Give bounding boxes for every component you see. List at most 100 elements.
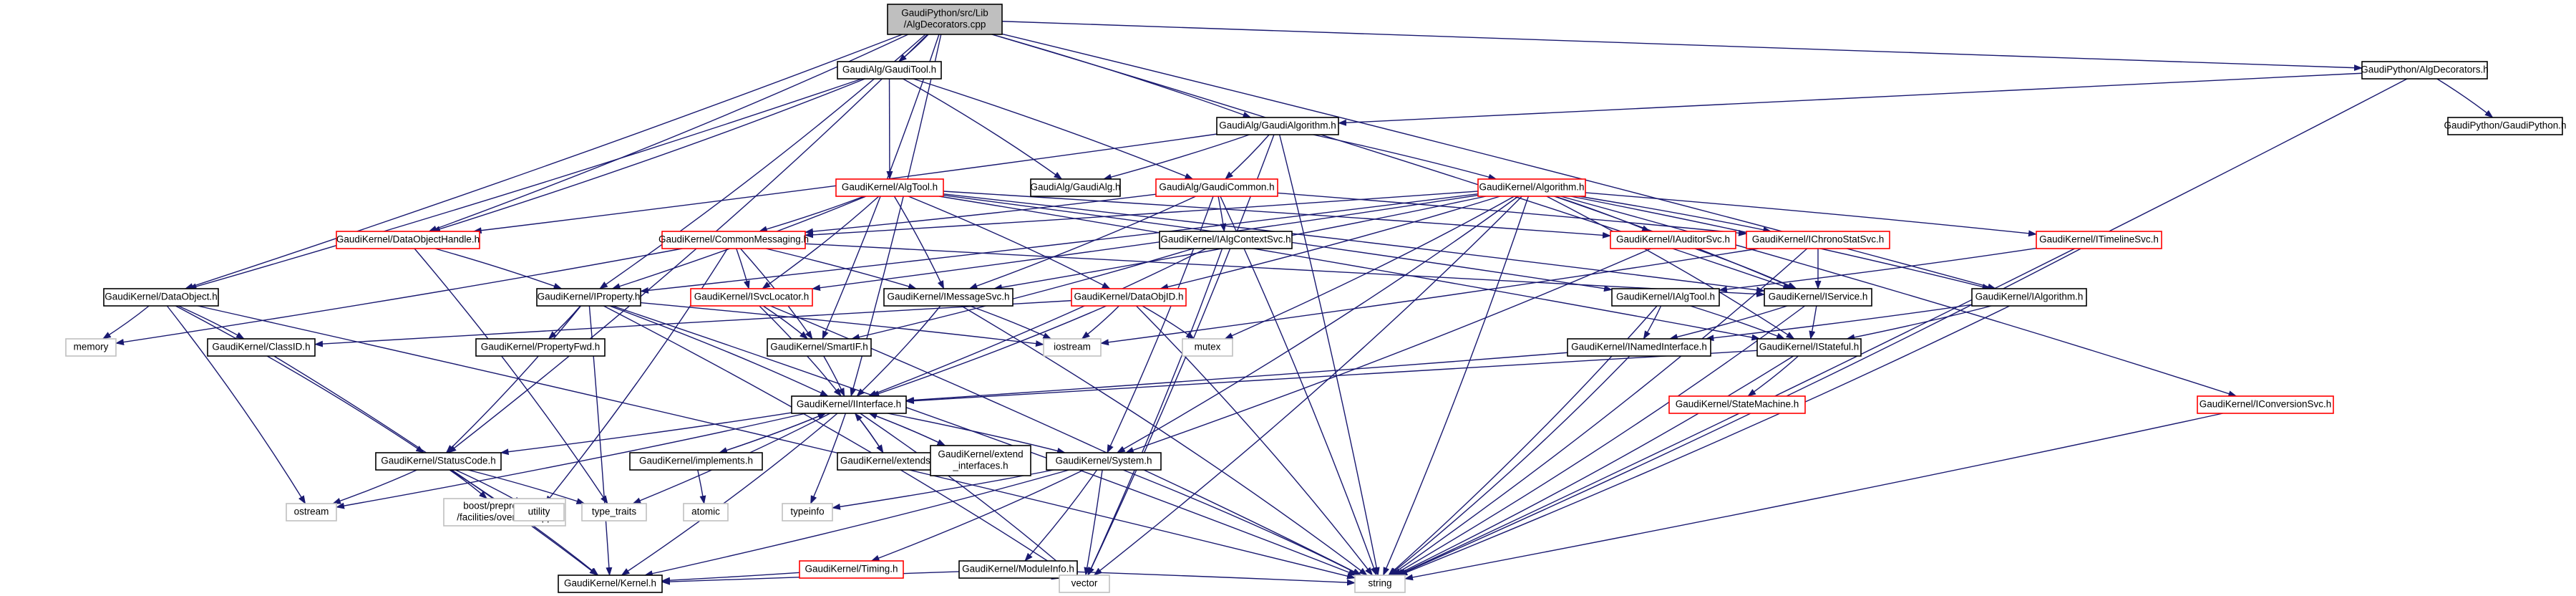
node-kernel[interactable]: GaudiKernel/Kernel.h (558, 575, 663, 593)
edge-algorithm-to-string (1382, 196, 1530, 576)
node-itimelinesvc[interactable]: GaudiKernel/ITimelineSvc.h (2036, 231, 2162, 249)
edge-root-to-gaudialgorithm (991, 34, 1252, 118)
edge-isvclocator-to-smartif (762, 305, 809, 340)
node-statuscode[interactable]: GaudiKernel/StatusCode.h (375, 452, 502, 471)
node-box-typetraits (581, 503, 647, 522)
node-algtool[interactable]: GaudiKernel/AlgTool.h (835, 178, 944, 197)
node-imessagesvc[interactable]: GaudiKernel/IMessageSvc.h (883, 288, 1014, 307)
node-isvclocator[interactable]: GaudiKernel/ISvcLocator.h (690, 288, 813, 307)
node-gaudicommon[interactable]: GaudiAlg/GaudiCommon.h (1155, 178, 1278, 197)
node-classid[interactable]: GaudiKernel/ClassID.h (207, 338, 316, 357)
edge-iservice-to-istateful (1809, 305, 1817, 340)
node-label-extendinterfaces: GaudiKernel/extend (938, 449, 1023, 460)
node-label-inamedinterface: GaudiKernel/INamedInterface.h (1571, 342, 1707, 352)
node-iauditorsvc[interactable]: GaudiKernel/IAuditorSvc.h (1610, 231, 1736, 249)
edge-gaudipyalgdec-to-string (1396, 78, 2408, 576)
node-utility: utility (513, 503, 565, 522)
node-label-typetraits: type_traits (592, 506, 637, 517)
node-iostream: iostream (1043, 338, 1102, 357)
edge-statuscode-to-boostpp (449, 469, 487, 499)
node-box-gaudicommon (1155, 178, 1278, 197)
node-gaudipyalgdec[interactable]: GaudiPython/AlgDecorators.h (2361, 61, 2489, 80)
node-box-statuscode (375, 452, 502, 471)
node-algorithm[interactable]: GaudiKernel/Algorithm.h (1477, 178, 1586, 197)
edge-dataobjid-to-iostream (1081, 305, 1119, 340)
node-box-string (1354, 575, 1406, 593)
node-implements[interactable]: GaudiKernel/implements.h (629, 452, 763, 471)
edge-algtool-to-dataobjid (908, 196, 1111, 289)
edge-ialgorithm-to-string (1399, 305, 2011, 576)
node-memory: memory (65, 338, 117, 357)
edge-dataobjid-to-string (1136, 305, 1374, 576)
node-dataobjecthandle[interactable]: GaudiKernel/DataObjectHandle.h (336, 231, 480, 249)
node-box-statemachine (1668, 395, 1806, 414)
edge-moduleinfo-to-string (1076, 571, 1356, 586)
node-label-utility: utility (528, 506, 550, 517)
node-iconversionsvc[interactable]: GaudiKernel/IConversionSvc.h (2197, 395, 2334, 414)
edge-gaudialgorithm-to-gaudicommon (1225, 134, 1270, 180)
node-box-inamedinterface (1567, 338, 1711, 357)
node-box-system (1046, 452, 1162, 471)
node-mutex: mutex (1182, 338, 1233, 357)
node-gaudialgorithm[interactable]: GaudiAlg/GaudiAlgorithm.h (1216, 117, 1339, 135)
node-timing[interactable]: GaudiKernel/Timing.h (799, 560, 904, 579)
node-commonmessaging[interactable]: GaudiKernel/CommonMessaging.h (658, 231, 809, 249)
edge-algorithm-to-isvclocator (812, 194, 1479, 292)
node-statemachine[interactable]: GaudiKernel/StateMachine.h (1668, 395, 1806, 414)
node-istateful[interactable]: GaudiKernel/IStateful.h (1756, 338, 1862, 357)
edge-implements-to-atomic (697, 469, 706, 504)
edge-algorithm-to-itimelinesvc (1585, 192, 2037, 237)
dependency-edges (102, 21, 2494, 586)
node-dataobjid[interactable]: GaudiKernel/DataObjID.h (1071, 288, 1187, 307)
edge-dataobjid-to-iinterface (870, 305, 1107, 397)
edge-statuscode-to-typetraits (467, 469, 585, 504)
edge-iinterface-to-vector (860, 413, 1074, 576)
node-propertyfwd[interactable]: GaudiKernel/PropertyFwd.h (475, 338, 606, 357)
node-ichronostatsvc[interactable]: GaudiKernel/IChronoStatSvc.h (1746, 231, 1890, 249)
node-box-dataobjid (1071, 288, 1187, 307)
edge-algorithm-to-mutex (1224, 196, 1515, 340)
node-extends[interactable]: GaudiKernel/extends.h (837, 452, 942, 471)
node-label-gaudipython: GaudiPython/GaudiPython.h (2444, 120, 2566, 131)
edge-gaudipyalgdec-to-gaudipython (2436, 78, 2494, 118)
edge-iauditorsvc-to-iservice (1694, 248, 1797, 289)
edge-iproperty-to-iinterface (609, 305, 829, 397)
edge-gaudicommon-to-string (1220, 196, 1377, 576)
edge-iinterface-to-kernel (621, 413, 838, 576)
node-gaudialg[interactable]: GaudiAlg/GaudiAlg.h (1030, 178, 1121, 197)
node-label-ichronostatsvc: GaudiKernel/IChronoStatSvc.h (1752, 234, 1885, 245)
node-system[interactable]: GaudiKernel/System.h (1046, 452, 1162, 471)
node-ialgorithm[interactable]: GaudiKernel/IAlgorithm.h (1971, 288, 2087, 307)
node-iinterface[interactable]: GaudiKernel/IInterface.h (791, 395, 907, 414)
node-label-statemachine: GaudiKernel/StateMachine.h (1676, 399, 1799, 410)
node-label-iauditorsvc: GaudiKernel/IAuditorSvc.h (1616, 234, 1730, 245)
edge-algtool-to-isvclocator (762, 196, 880, 289)
node-label-ialgtool: GaudiKernel/IAlgTool.h (1616, 292, 1715, 302)
edge-ialgorithm-to-istateful (1846, 305, 1992, 341)
node-ialgcontextsvc[interactable]: GaudiKernel/IAlgContextSvc.h (1159, 231, 1293, 249)
edge-gaudialgorithm-to-algorithm (1313, 134, 1497, 181)
dependency-nodes: GaudiPython/src/Lib/AlgDecorators.cppGau… (65, 4, 2567, 593)
node-gauditool[interactable]: GaudiAlg/GaudiTool.h (837, 61, 942, 80)
node-ialgtool[interactable]: GaudiKernel/IAlgTool.h (1611, 288, 1720, 307)
node-box-ostream (286, 503, 337, 522)
node-inamedinterface[interactable]: GaudiKernel/INamedInterface.h (1567, 338, 1711, 357)
edge-algtool-to-iauditorsvc (943, 191, 1611, 239)
edge-iservice-to-inamedinterface (1668, 305, 1788, 340)
node-root[interactable]: GaudiPython/src/Lib/AlgDecorators.cpp (887, 4, 1003, 35)
edge-imessagesvc-to-iinterface (856, 305, 941, 397)
node-label-iostream: iostream (1054, 342, 1091, 352)
node-dataobject[interactable]: GaudiKernel/DataObject.h (103, 288, 219, 307)
node-gaudipython[interactable]: GaudiPython/GaudiPython.h (2444, 117, 2567, 135)
node-iservice[interactable]: GaudiKernel/IService.h (1764, 288, 1872, 307)
node-extendinterfaces[interactable]: GaudiKernel/extend_interfaces.h (930, 445, 1031, 476)
node-label-memory: memory (74, 342, 109, 352)
edge-ichronostatsvc-to-string (1390, 248, 1808, 576)
node-moduleinfo[interactable]: GaudiKernel/ModuleInfo.h (958, 560, 1078, 579)
node-box-dataobjecthandle (336, 231, 480, 249)
node-smartif[interactable]: GaudiKernel/SmartIF.h (767, 338, 872, 357)
node-iproperty[interactable]: GaudiKernel/IProperty.h (536, 288, 641, 307)
edge-algorithm-to-system (1116, 196, 1519, 453)
node-label-root: GaudiPython/src/Lib (901, 8, 988, 19)
edge-inamedinterface-to-iinterface (905, 352, 1568, 403)
